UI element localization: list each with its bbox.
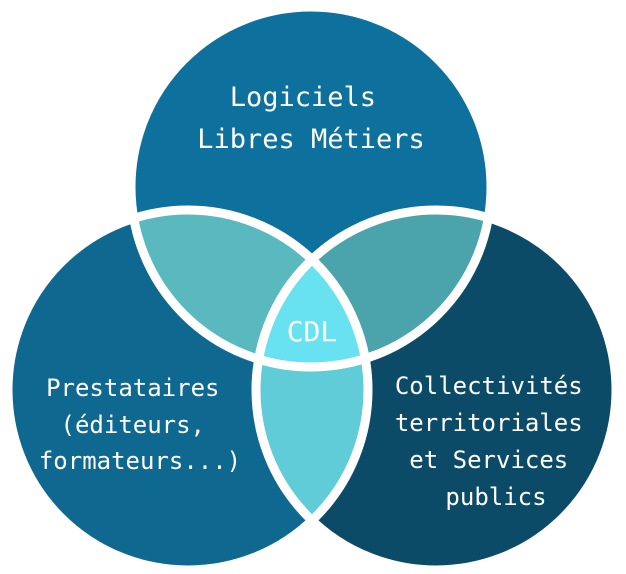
top-label-line: Logiciels	[230, 82, 376, 113]
right-label-line: publics	[445, 483, 546, 511]
left-label-line: Prestataires	[46, 374, 219, 402]
right-label-line: et Services	[409, 446, 568, 474]
left-label-line: (éditeurs,	[61, 411, 206, 439]
right-label-line: territoriales	[395, 409, 583, 437]
right-label: Collectivités territoriales et Services …	[395, 372, 597, 511]
left-label: Prestataires (éditeurs, formateurs...)	[39, 374, 241, 475]
center-label: CDL	[287, 315, 338, 348]
top-label: Logiciels Libres Métiers	[197, 82, 425, 155]
top-label-line: Libres Métiers	[197, 124, 425, 155]
right-label-line: Collectivités	[395, 372, 583, 400]
circle-outlines	[3, 2, 621, 574]
left-label-line: formateurs...)	[39, 447, 241, 475]
